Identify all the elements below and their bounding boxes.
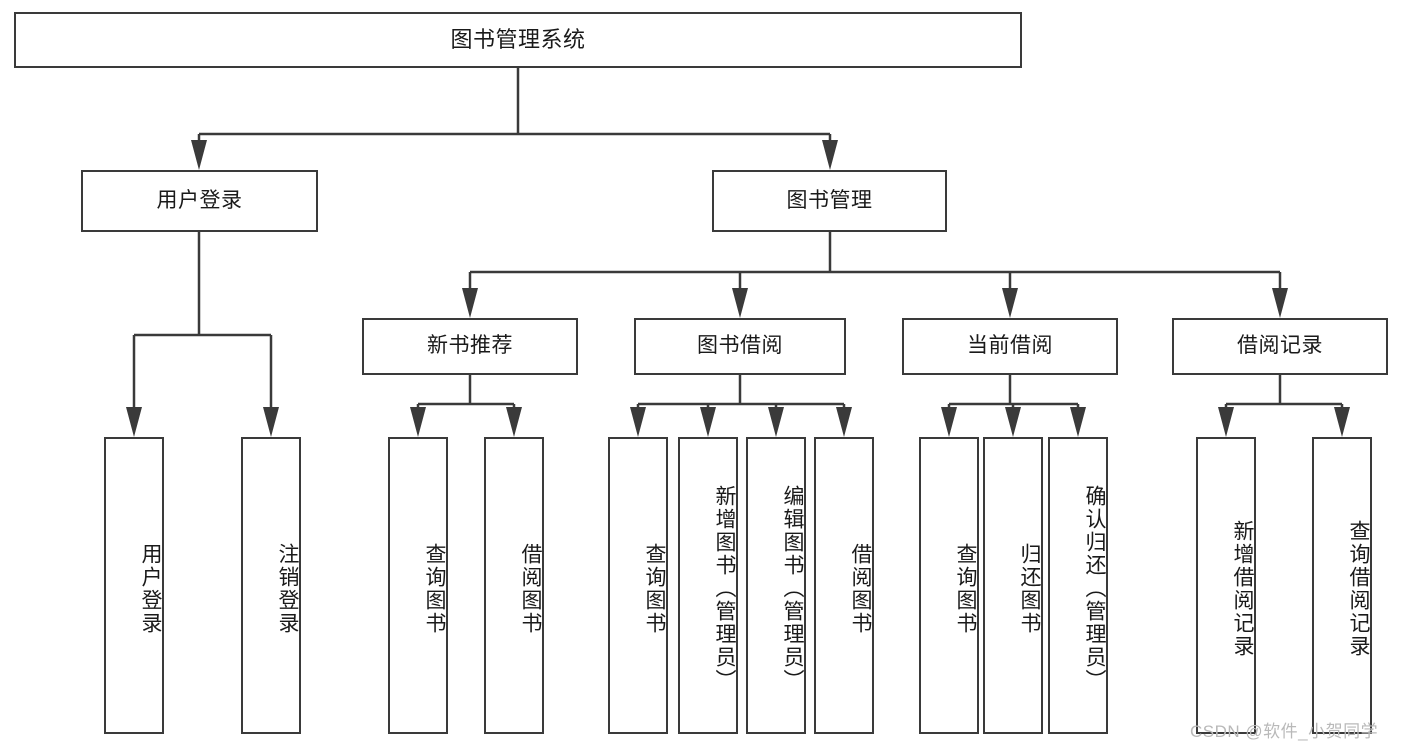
node-label: 归还图书 (1018, 542, 1041, 635)
leaf-new-book-query[interactable]: 查询图书 (388, 437, 448, 734)
node-label: 查询图书 (954, 542, 977, 635)
node-borrow-record[interactable]: 借阅记录 (1172, 318, 1388, 375)
leaf-borrow-add-book[interactable]: 新增图书（管理员） (678, 437, 738, 734)
node-label: 借阅图书 (519, 542, 542, 635)
leaf-current-return-book[interactable]: 归还图书 (983, 437, 1043, 734)
node-label: 注销登录 (276, 542, 299, 635)
node-label: 借阅图书 (849, 542, 872, 635)
node-label: 新增图书（管理员） (713, 485, 736, 692)
node-label: 图书借阅 (697, 334, 783, 358)
node-label: 确认归还（管理员） (1083, 485, 1106, 692)
leaf-new-book-borrow[interactable]: 借阅图书 (484, 437, 544, 734)
node-label: 新书推荐 (427, 334, 513, 358)
node-label: 新增借阅记录 (1231, 519, 1254, 658)
node-label: 编辑图书（管理员） (781, 485, 804, 692)
leaf-borrow-borrow-book[interactable]: 借阅图书 (814, 437, 874, 734)
node-book-borrow[interactable]: 图书借阅 (634, 318, 846, 375)
leaf-borrow-query-book[interactable]: 查询图书 (608, 437, 668, 734)
node-label: 用户登录 (139, 542, 162, 635)
leaf-borrow-edit-book[interactable]: 编辑图书（管理员） (746, 437, 806, 734)
node-label: 图书管理系统 (450, 27, 586, 53)
node-new-book-recommend[interactable]: 新书推荐 (362, 318, 578, 375)
leaf-current-confirm-return[interactable]: 确认归还（管理员） (1048, 437, 1108, 734)
leaf-record-add[interactable]: 新增借阅记录 (1196, 437, 1256, 734)
leaf-current-query-book[interactable]: 查询图书 (919, 437, 979, 734)
node-user-login[interactable]: 用户登录 (81, 170, 318, 232)
node-label: 查询借阅记录 (1347, 519, 1370, 658)
node-label: 用户登录 (156, 188, 243, 212)
node-label: 查询图书 (643, 542, 666, 635)
node-book-management[interactable]: 图书管理 (712, 170, 947, 232)
leaf-record-query[interactable]: 查询借阅记录 (1312, 437, 1372, 734)
csdn-watermark: CSDN @软件_小贺同学 (1190, 722, 1379, 741)
node-label: 借阅记录 (1237, 334, 1323, 358)
node-label: 查询图书 (423, 542, 446, 635)
node-root-system[interactable]: 图书管理系统 (14, 12, 1022, 68)
node-current-borrow[interactable]: 当前借阅 (902, 318, 1118, 375)
node-label: 当前借阅 (967, 334, 1053, 358)
leaf-user-login-logout[interactable]: 注销登录 (241, 437, 301, 734)
leaf-user-login-login[interactable]: 用户登录 (104, 437, 164, 734)
node-label: 图书管理 (786, 188, 873, 212)
